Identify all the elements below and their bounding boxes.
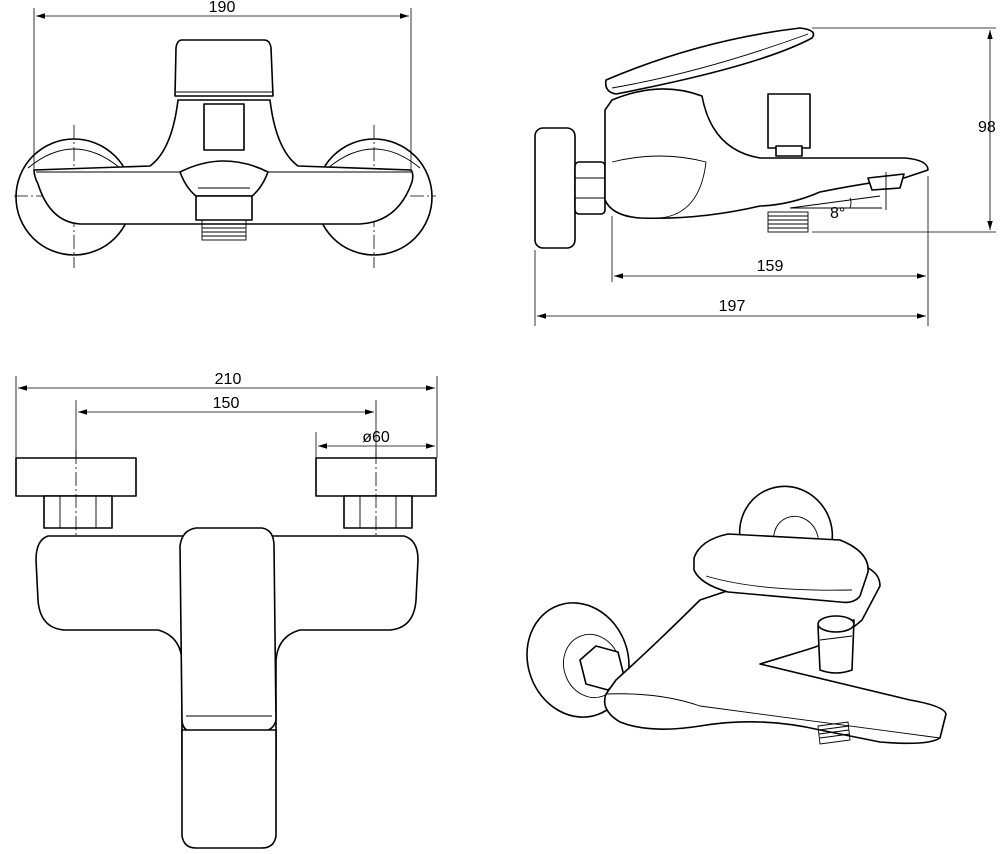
side-rosette bbox=[534, 127, 576, 249]
side-nut bbox=[574, 161, 606, 215]
front-outlet-thread bbox=[201, 219, 247, 241]
dim-spout-length: 159 bbox=[757, 258, 784, 275]
plan-lever bbox=[179, 527, 277, 733]
iso-outlet-thread bbox=[817, 721, 851, 745]
isometric-view bbox=[526, 485, 947, 745]
dim-inlet-centers: 150 bbox=[213, 395, 240, 412]
iso-lever bbox=[693, 533, 869, 604]
side-view: 8° 98 159 197 bbox=[534, 27, 996, 326]
plan-view: 210 150 ø60 bbox=[15, 371, 438, 849]
dim-front-width: 190 bbox=[209, 0, 236, 16]
dim-total-depth: 197 bbox=[719, 298, 746, 315]
dim-spout-angle: 8° bbox=[830, 205, 845, 222]
spout-outlet bbox=[179, 160, 269, 197]
side-lever bbox=[604, 27, 815, 95]
side-body bbox=[604, 88, 929, 220]
dim-rosette-diameter: ø60 bbox=[362, 429, 390, 446]
dim-side-height: 98 bbox=[978, 119, 996, 136]
side-outlet-thread bbox=[767, 211, 809, 233]
front-handle bbox=[174, 39, 274, 97]
dim-plan-width: 210 bbox=[215, 371, 242, 388]
front-view: 190 bbox=[14, 0, 436, 268]
